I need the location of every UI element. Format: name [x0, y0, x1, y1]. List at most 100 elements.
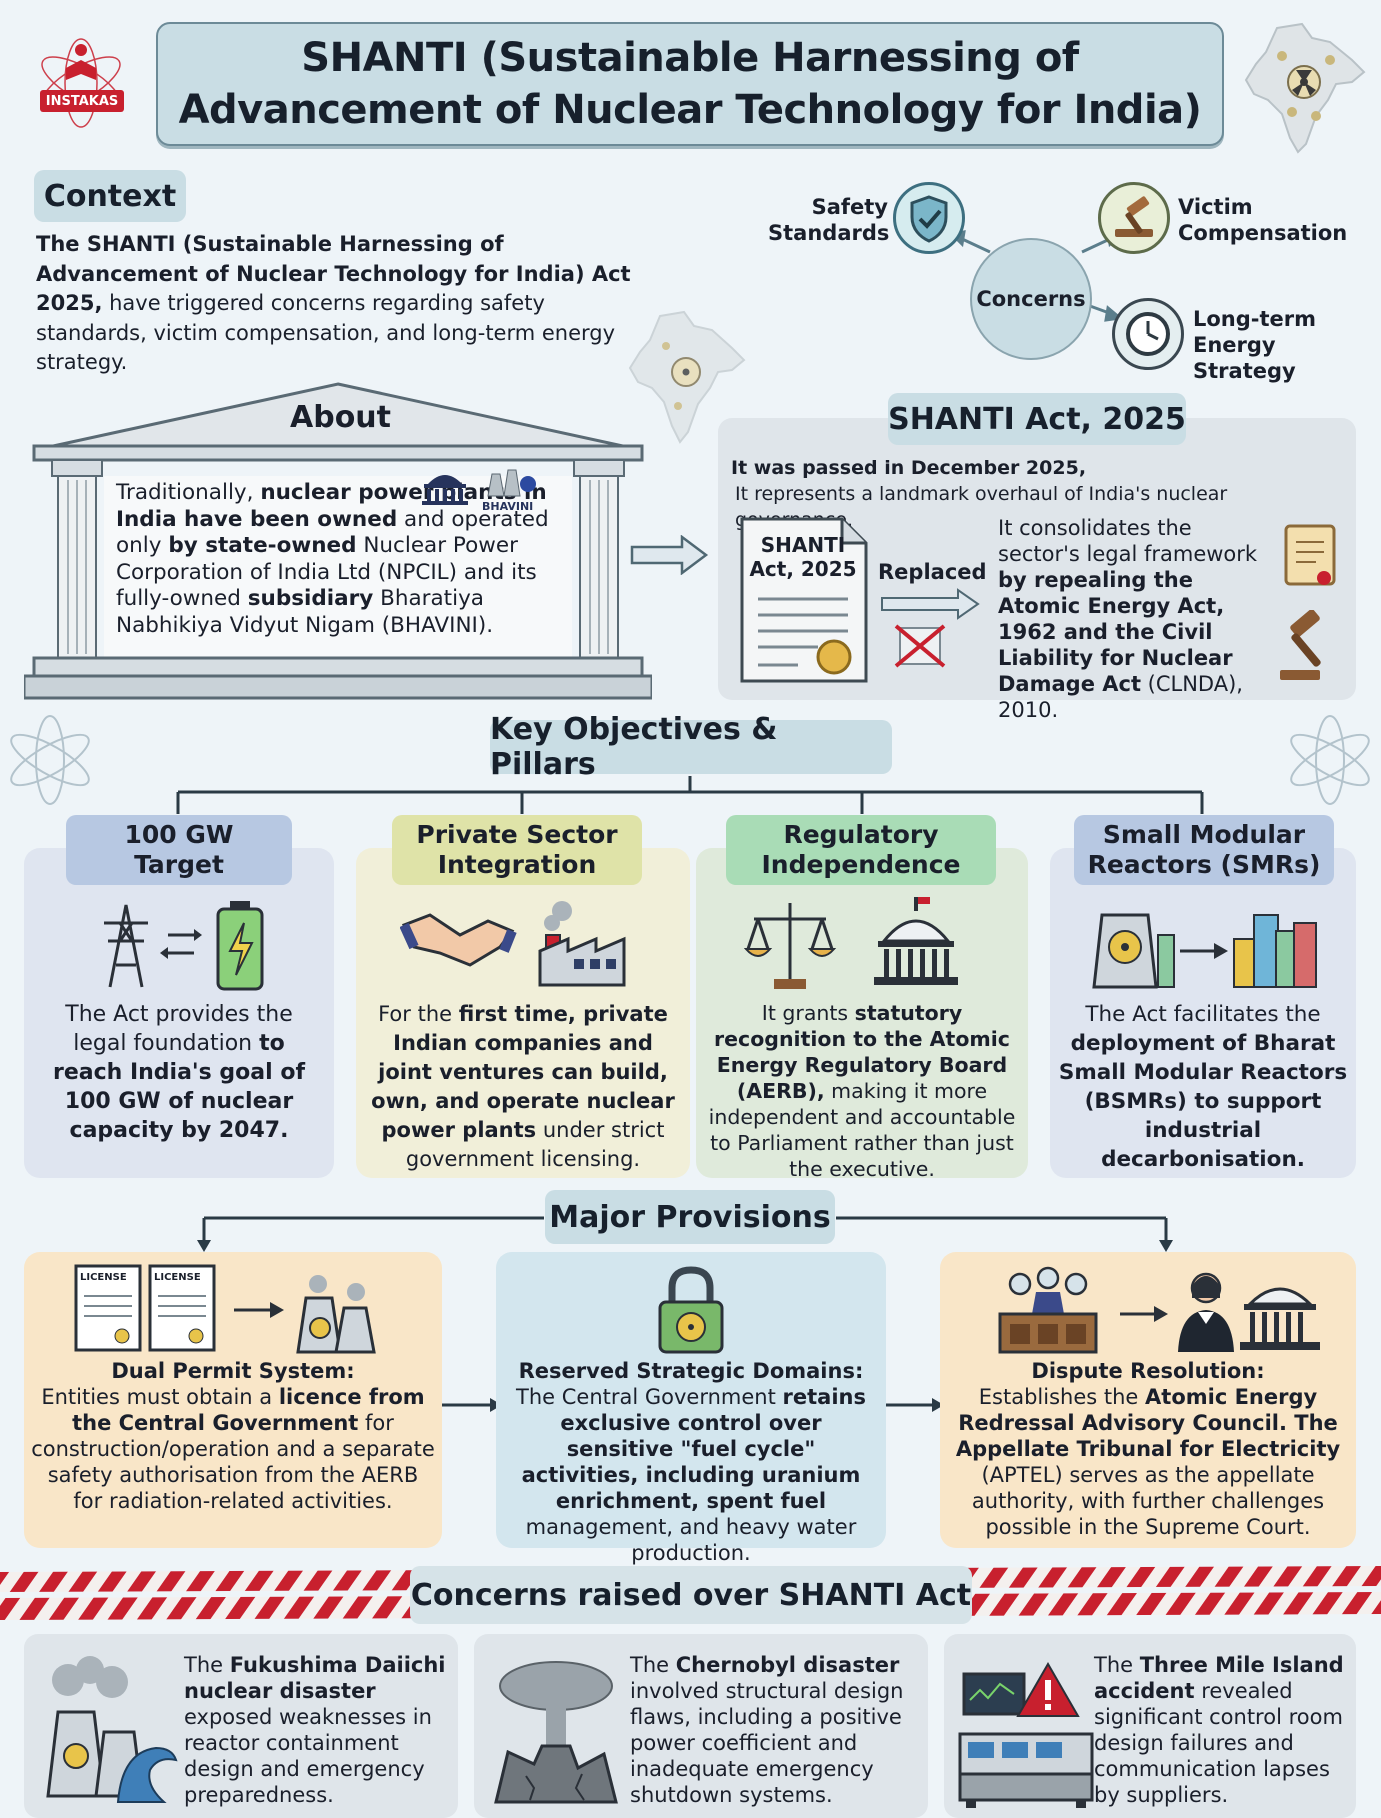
act-consol-seg3: (CLNDA), 2010. — [998, 672, 1243, 722]
raise2-seg3: revealed significant control room design… — [1094, 1679, 1343, 1807]
obj1-head-l2: Integration — [437, 850, 597, 879]
control-room-warning-icon — [956, 1660, 1096, 1810]
energy-clock-icon — [1112, 298, 1184, 370]
handshake-factory-icon — [399, 895, 640, 995]
about-seg6: subsidiary — [247, 586, 374, 611]
obj3-seg2: deployment of Bharat Small Modular React… — [1058, 1031, 1348, 1172]
objective-card-100gw — [24, 848, 334, 1178]
act-document-title: SHANTI Act, 2025 — [748, 533, 858, 581]
prov1-seg2: retains exclusive control over sensitive… — [521, 1385, 866, 1513]
parliament-icon — [418, 466, 472, 510]
obj2-seg2: statutory recognition to the Atomic Ener… — [714, 1001, 1010, 1103]
about-label: About — [290, 400, 392, 435]
obj0-seg2: to reach India's goal of 100 GW of nucle… — [52, 1031, 306, 1143]
context-text-rest: have triggered concerns regarding safety… — [36, 291, 616, 374]
raise0-seg2: Fukushima Daiichi nuclear disaster — [184, 1653, 446, 1703]
arrow-right-icon — [630, 535, 709, 575]
prov0-seg2: licence from the Central Government — [72, 1385, 425, 1435]
prov0-title: Dual Permit System: — [111, 1359, 355, 1383]
obj0-head-l1: 100 GW — [124, 820, 234, 849]
scroll-icon — [1276, 518, 1344, 598]
obj0-seg1: The Act provides the legal foundation — [65, 1002, 293, 1056]
obj2-head-l1: Regulatory — [783, 820, 939, 849]
concern-victim-l1: Victim — [1178, 195, 1253, 219]
prov2-title: Dispute Resolution: — [1031, 1359, 1265, 1383]
replaced-arrow-icon — [881, 588, 980, 668]
licenses-reactor-icon: LICENSE LICENSE — [74, 1262, 394, 1356]
india-map-small-icon — [620, 310, 750, 450]
concern-victim-label: Victim Compensation — [1178, 194, 1378, 246]
provision-text-dispute: Dispute Resolution: Establishes the Atom… — [948, 1358, 1348, 1540]
context-text: The SHANTI (Sustainable Harnessing of Ad… — [36, 230, 636, 378]
prov2-seg3: (APTEL) serves as the appellate authorit… — [971, 1463, 1325, 1539]
provisions-connectors — [197, 1216, 1173, 1412]
title-line-2: Advancement of Nuclear Technology for In… — [178, 87, 1202, 133]
fukushima-reactor-wave-icon — [38, 1656, 178, 1806]
obj2-head-l2: Independence — [761, 850, 961, 879]
objective-text-private: For the first time, private Indian compa… — [364, 1000, 682, 1174]
obj2-seg3: making it more independent and accountab… — [708, 1079, 1016, 1181]
atom-and-connector-lines — [10, 715, 1370, 814]
context-label: Context — [34, 170, 186, 222]
raise2-seg1: The — [1094, 1653, 1140, 1677]
lock-icon — [654, 1262, 728, 1356]
replaced-label: Replaced — [878, 560, 987, 584]
objective-text-100gw: The Act provides the legal foundation to… — [40, 1000, 318, 1145]
tower-battery-icon — [90, 895, 280, 995]
prov1-seg1: The Central Government — [516, 1385, 783, 1409]
license-text-1: LICENSE — [80, 1272, 127, 1283]
obj1-head-l1: Private Sector — [416, 820, 618, 849]
gavel-icon-2 — [1272, 609, 1348, 690]
context-text-bold: The SHANTI (Sustainable Harnessing of Ad… — [36, 232, 631, 315]
prov0-seg3: for construction/operation and a separat… — [31, 1411, 435, 1513]
tribunal-judge-icon — [996, 1262, 1326, 1356]
raise2-seg2: Three Mile Island accident — [1094, 1653, 1344, 1703]
shanti-act-label: SHANTI Act, 2025 — [888, 393, 1186, 445]
act-document-icon — [740, 517, 868, 683]
concern-longterm-l1: Long-term — [1193, 307, 1317, 331]
obj0-head-l2: Target — [134, 850, 224, 879]
concern-victim-l2: Compensation — [1178, 221, 1348, 245]
act-consolidation-text: It consolidates the sector's legal frame… — [998, 515, 1270, 723]
reactor-city-icon — [1088, 895, 1328, 995]
prov1-seg3: management, and heavy water production. — [525, 1515, 857, 1565]
about-seg4: by state-owned — [168, 533, 357, 558]
act-consol-seg1: It consolidates the sector's legal frame… — [998, 516, 1258, 566]
page-title: SHANTI (Sustainable Harnessing of Advanc… — [156, 22, 1224, 146]
prov2-seg1: Establishes the — [978, 1385, 1146, 1409]
obj2-seg1: It grants — [761, 1001, 855, 1025]
act-consol-seg2: by repealing the Atomic Energy Act, 1962… — [998, 568, 1233, 696]
scales-parliament-icon — [743, 895, 984, 995]
provisions-label: Major Provisions — [545, 1190, 835, 1244]
act-passed-l1: It was passed in December 2025, — [731, 457, 1087, 479]
act-doc-l2: Act, 2025 — [749, 557, 857, 581]
india-map-icon — [1232, 20, 1372, 160]
instakas-logo: INSTAKAS — [26, 28, 126, 138]
obj3-head-l2: Reactors (SMRs) — [1087, 850, 1321, 879]
obj1-seg2: first time, private Indian companies and… — [371, 1002, 675, 1142]
concerns-raised-label: Concerns raised over SHANTI Act — [410, 1566, 972, 1624]
about-seg7: Bharatiya Nabhikiya Vidyut Nigam (BHAVIN… — [116, 586, 494, 638]
concern-safety-label: Safety Standards — [768, 194, 889, 246]
about-seg1: Traditionally, — [116, 480, 261, 505]
concern-longterm-l2: Energy Strategy — [1193, 333, 1296, 383]
shield-icon — [893, 182, 965, 254]
concerns-hub: Concerns — [970, 238, 1092, 360]
concern-text-chernobyl: The Chernobyl disaster involved structur… — [630, 1652, 924, 1808]
concern-text-fukushima: The Fukushima Daiichi nuclear disaster e… — [184, 1652, 454, 1808]
objectives-label: Key Objectives & Pillars — [490, 712, 892, 782]
prov2-seg2: Atomic Energy Redressal Advisory Council… — [955, 1385, 1341, 1461]
objective-text-regulatory: It grants statutory recognition to the A… — [702, 1000, 1022, 1182]
license-text-2: LICENSE — [154, 1272, 201, 1283]
bhavini-logo-text: BHAVINI — [482, 500, 534, 513]
obj1-seg1: For the — [378, 1002, 459, 1026]
concern-longterm-label: Long-term Energy Strategy — [1193, 306, 1381, 384]
about-seg5: Nuclear Power Corporation of India Ltd (… — [116, 533, 537, 611]
obj1-seg3: under strict government licensing. — [405, 1118, 665, 1171]
objective-card-regulatory — [696, 848, 1028, 1178]
provision-text-reserved: Reserved Strategic Domains: The Central … — [506, 1358, 876, 1566]
bhavini-logo-icon: BHAVINI — [482, 462, 538, 513]
